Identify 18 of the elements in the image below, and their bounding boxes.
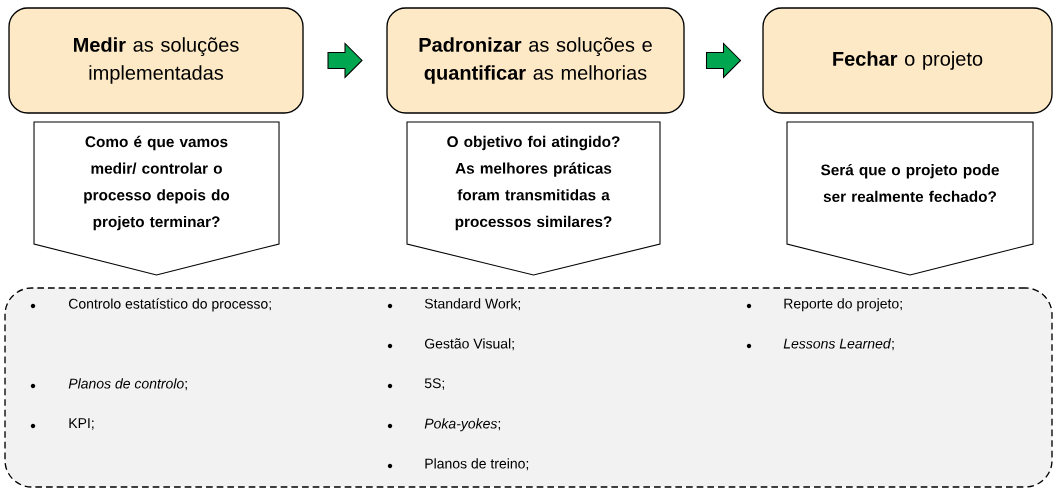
bullet-item: Reporte do projeto; bbox=[746, 298, 902, 312]
question-pentagon: O objetivo foi atingido? As melhores práticas foram transmitidas a processos similares? bbox=[406, 121, 661, 276]
bullet-item: KPI; bbox=[30, 418, 94, 430]
bullet-item: Standard Work; bbox=[387, 298, 520, 311]
bullet-item: Lessons Learned; bbox=[746, 338, 894, 351]
question-pentagon: Como é que vamos medir/ controlar o processo depois do projeto terminar? bbox=[33, 121, 280, 276]
heading-box: Fechar o projeto bbox=[762, 7, 1053, 114]
heading-box: Padronizar as soluções e quantificar as melhorias bbox=[386, 7, 685, 114]
bullet-item: Controlo estatístico do processo; bbox=[30, 298, 271, 312]
question-pentagon: Será que o projeto pode ser realmente fechado? bbox=[786, 121, 1034, 276]
block-arrow bbox=[327, 42, 363, 79]
bullet-item: Poka-yokes; bbox=[387, 418, 501, 432]
bullet-item: Gestão Visual; bbox=[387, 338, 514, 351]
bullet-item: Planos de treino; bbox=[387, 458, 529, 471]
bullet-item: 5S; bbox=[387, 378, 445, 390]
bullet-item: Planos de controlo; bbox=[30, 378, 187, 391]
block-arrow bbox=[705, 42, 742, 79]
heading-box: Medir as soluções implementadas bbox=[8, 7, 304, 114]
